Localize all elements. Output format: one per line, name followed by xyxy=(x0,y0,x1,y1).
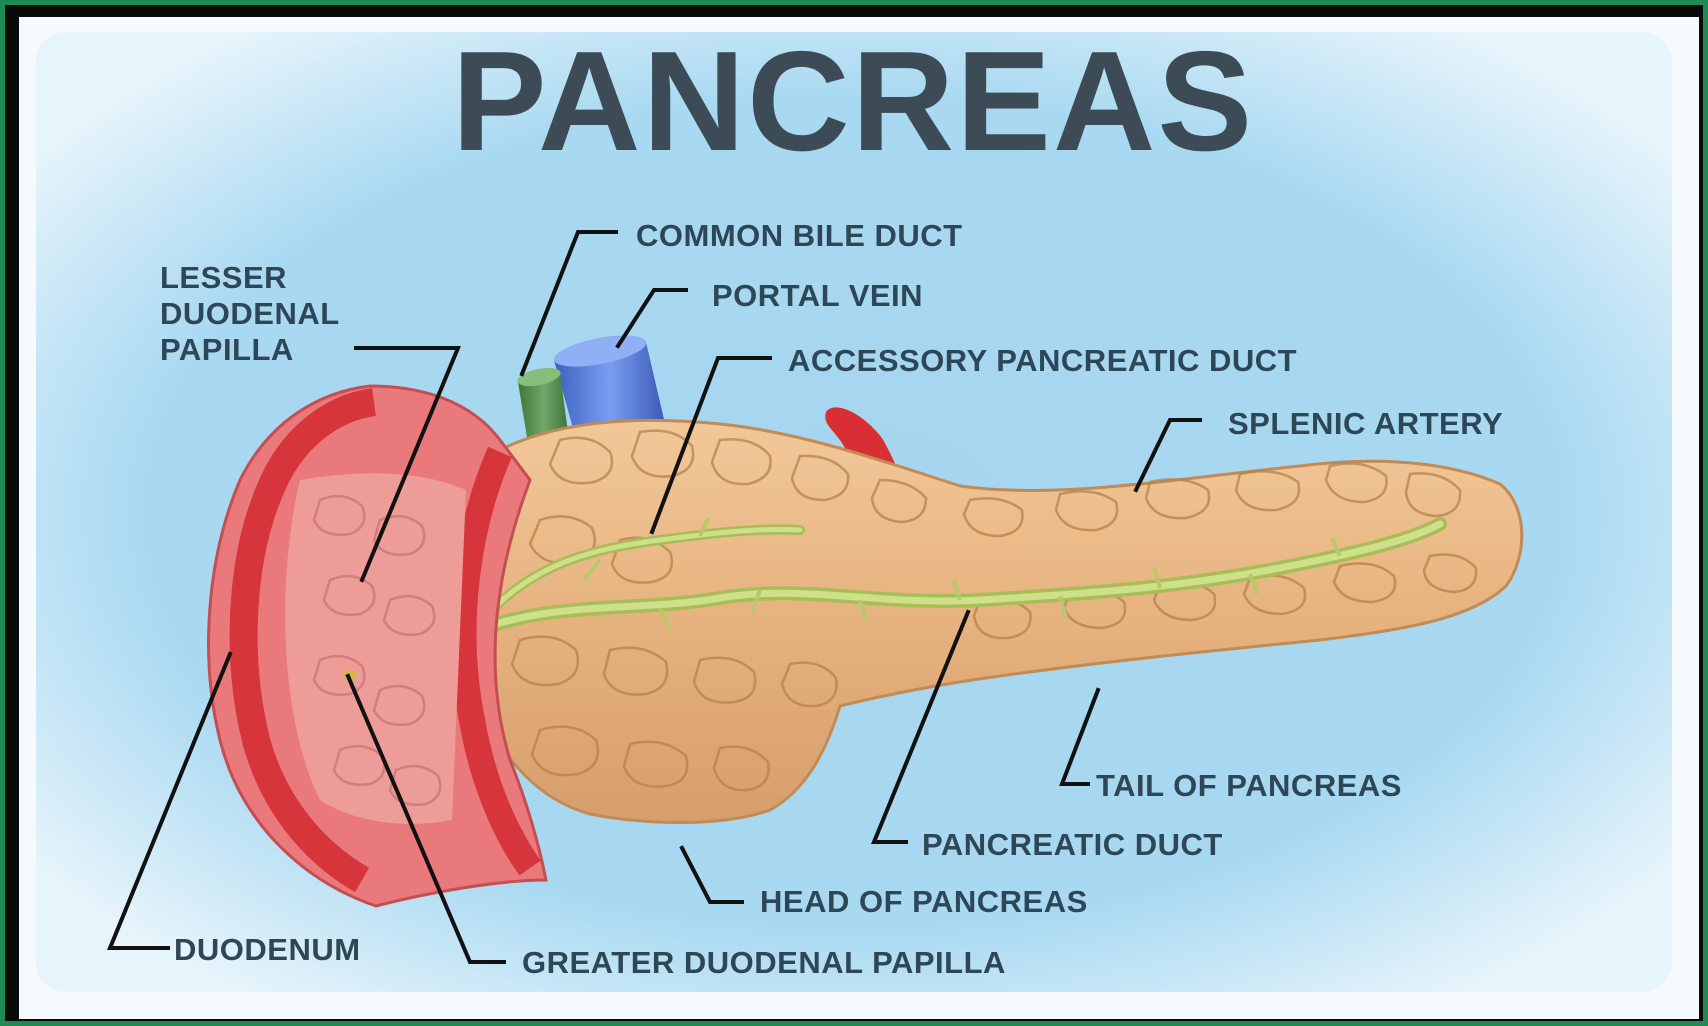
label-duodenum: DUODENUM xyxy=(174,932,361,967)
label-accessory-pancreatic-duct: ACCESSORY PANCREATIC DUCT xyxy=(788,343,1297,378)
label-splenic-artery: SPLENIC ARTERY xyxy=(1228,406,1503,441)
label-tail-of-pancreas: TAIL OF PANCREAS xyxy=(1096,768,1402,803)
label-lesser-line-1: LESSER xyxy=(160,260,287,295)
label-pancreatic-duct: PANCREATIC DUCT xyxy=(922,827,1223,862)
label-portal-vein: PORTAL VEIN xyxy=(712,278,923,313)
label-lesser-line-3: PAPILLA xyxy=(160,332,294,367)
label-head-of-pancreas: HEAD OF PANCREAS xyxy=(760,884,1088,919)
label-greater-duodenal-papilla: GREATER DUODENAL PAPILLA xyxy=(522,945,1006,980)
label-common-bile-duct: COMMON BILE DUCT xyxy=(636,218,963,253)
label-lesser-line-2: DUODENAL xyxy=(160,296,339,331)
diagram-title: PANCREAS xyxy=(452,22,1254,181)
